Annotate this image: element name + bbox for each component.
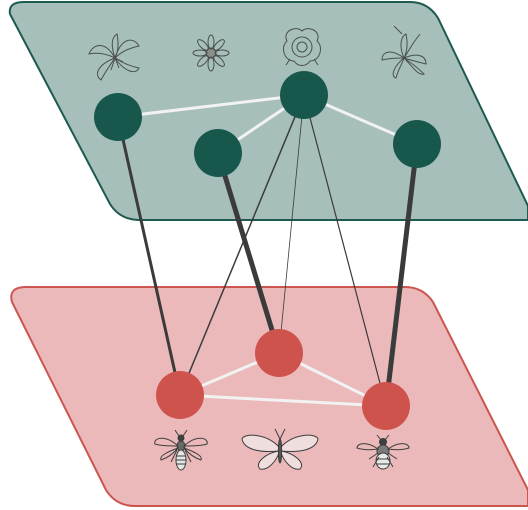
interlayer-edge xyxy=(383,141,420,409)
interlayer-edge xyxy=(116,115,182,397)
plant-node xyxy=(194,129,242,177)
tall-lily-flower-icon xyxy=(381,25,427,79)
plant-layer-plane xyxy=(8,0,528,221)
plant-node xyxy=(393,120,441,168)
pollinator-node xyxy=(255,329,303,377)
wasp-icon xyxy=(154,429,208,471)
plant-node xyxy=(94,93,142,141)
interlayer-edge xyxy=(179,94,305,396)
pollinator-node xyxy=(156,371,204,419)
pollinator-node xyxy=(362,382,410,430)
interlayer-edge xyxy=(278,94,305,354)
pollinator-intra-edge xyxy=(178,393,388,408)
lily-flower-icon xyxy=(88,33,140,81)
interlayer-edge xyxy=(303,94,387,407)
rose-flower-icon xyxy=(283,28,321,66)
plant-intra-edge xyxy=(116,93,306,119)
pollinator-layer-plane xyxy=(10,286,528,507)
plant-node xyxy=(280,71,328,119)
daisy-flower-icon xyxy=(192,34,230,72)
bumblebee-icon xyxy=(356,434,410,470)
butterfly-icon xyxy=(241,428,319,470)
interlayer-edge xyxy=(215,150,282,356)
